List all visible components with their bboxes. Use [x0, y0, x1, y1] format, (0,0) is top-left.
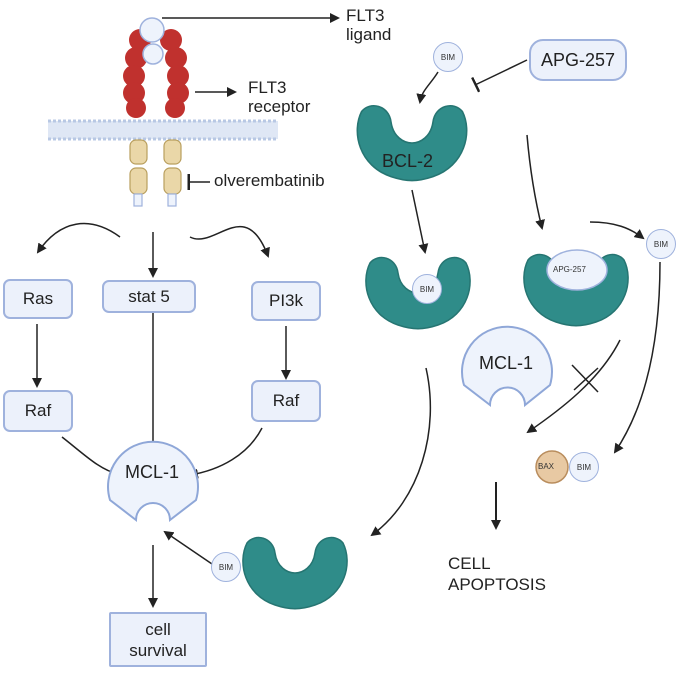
bim-on-bcl2: BIM [412, 274, 442, 304]
mcl1-right-shape [461, 325, 553, 408]
pi3k-box: PI3k [251, 281, 321, 321]
apg257-box: APG-257 [529, 39, 627, 81]
flt3-receptor-shape [123, 29, 189, 118]
bim-top: BIM [433, 42, 463, 72]
cell-membrane [48, 119, 278, 141]
bim-bax: BIM [569, 452, 599, 482]
raf-left-box: Raf [3, 390, 73, 432]
mcl1-left-shape [107, 440, 199, 523]
cell-apoptosis-label: CELL APOPTOSIS [448, 554, 546, 594]
bcl2-label: BCL-2 [382, 151, 434, 171]
cell-survival-box: cell survival [109, 612, 207, 667]
bim-right: BIM [646, 229, 676, 259]
flt3-receptor-label: FLT3 receptor [248, 78, 311, 116]
stat5-box: stat 5 [102, 280, 196, 313]
olverembatinib-label: olverembatinib [214, 171, 325, 190]
ras-box: Ras [3, 279, 73, 319]
bax-label: BAX [538, 462, 555, 471]
kinase-domains [129, 139, 182, 207]
mcl1-right-label: MCL-1 [479, 353, 534, 373]
flt3-ligand-label: FLT3 ligand [346, 6, 392, 44]
mcl1-left-label: MCL-1 [125, 462, 180, 482]
apg257-on-bcl2: APG-257 [553, 265, 586, 274]
bim-bottom: BIM [211, 552, 241, 582]
flt3-ligand-shape [139, 17, 165, 65]
raf-right-box: Raf [251, 380, 321, 422]
